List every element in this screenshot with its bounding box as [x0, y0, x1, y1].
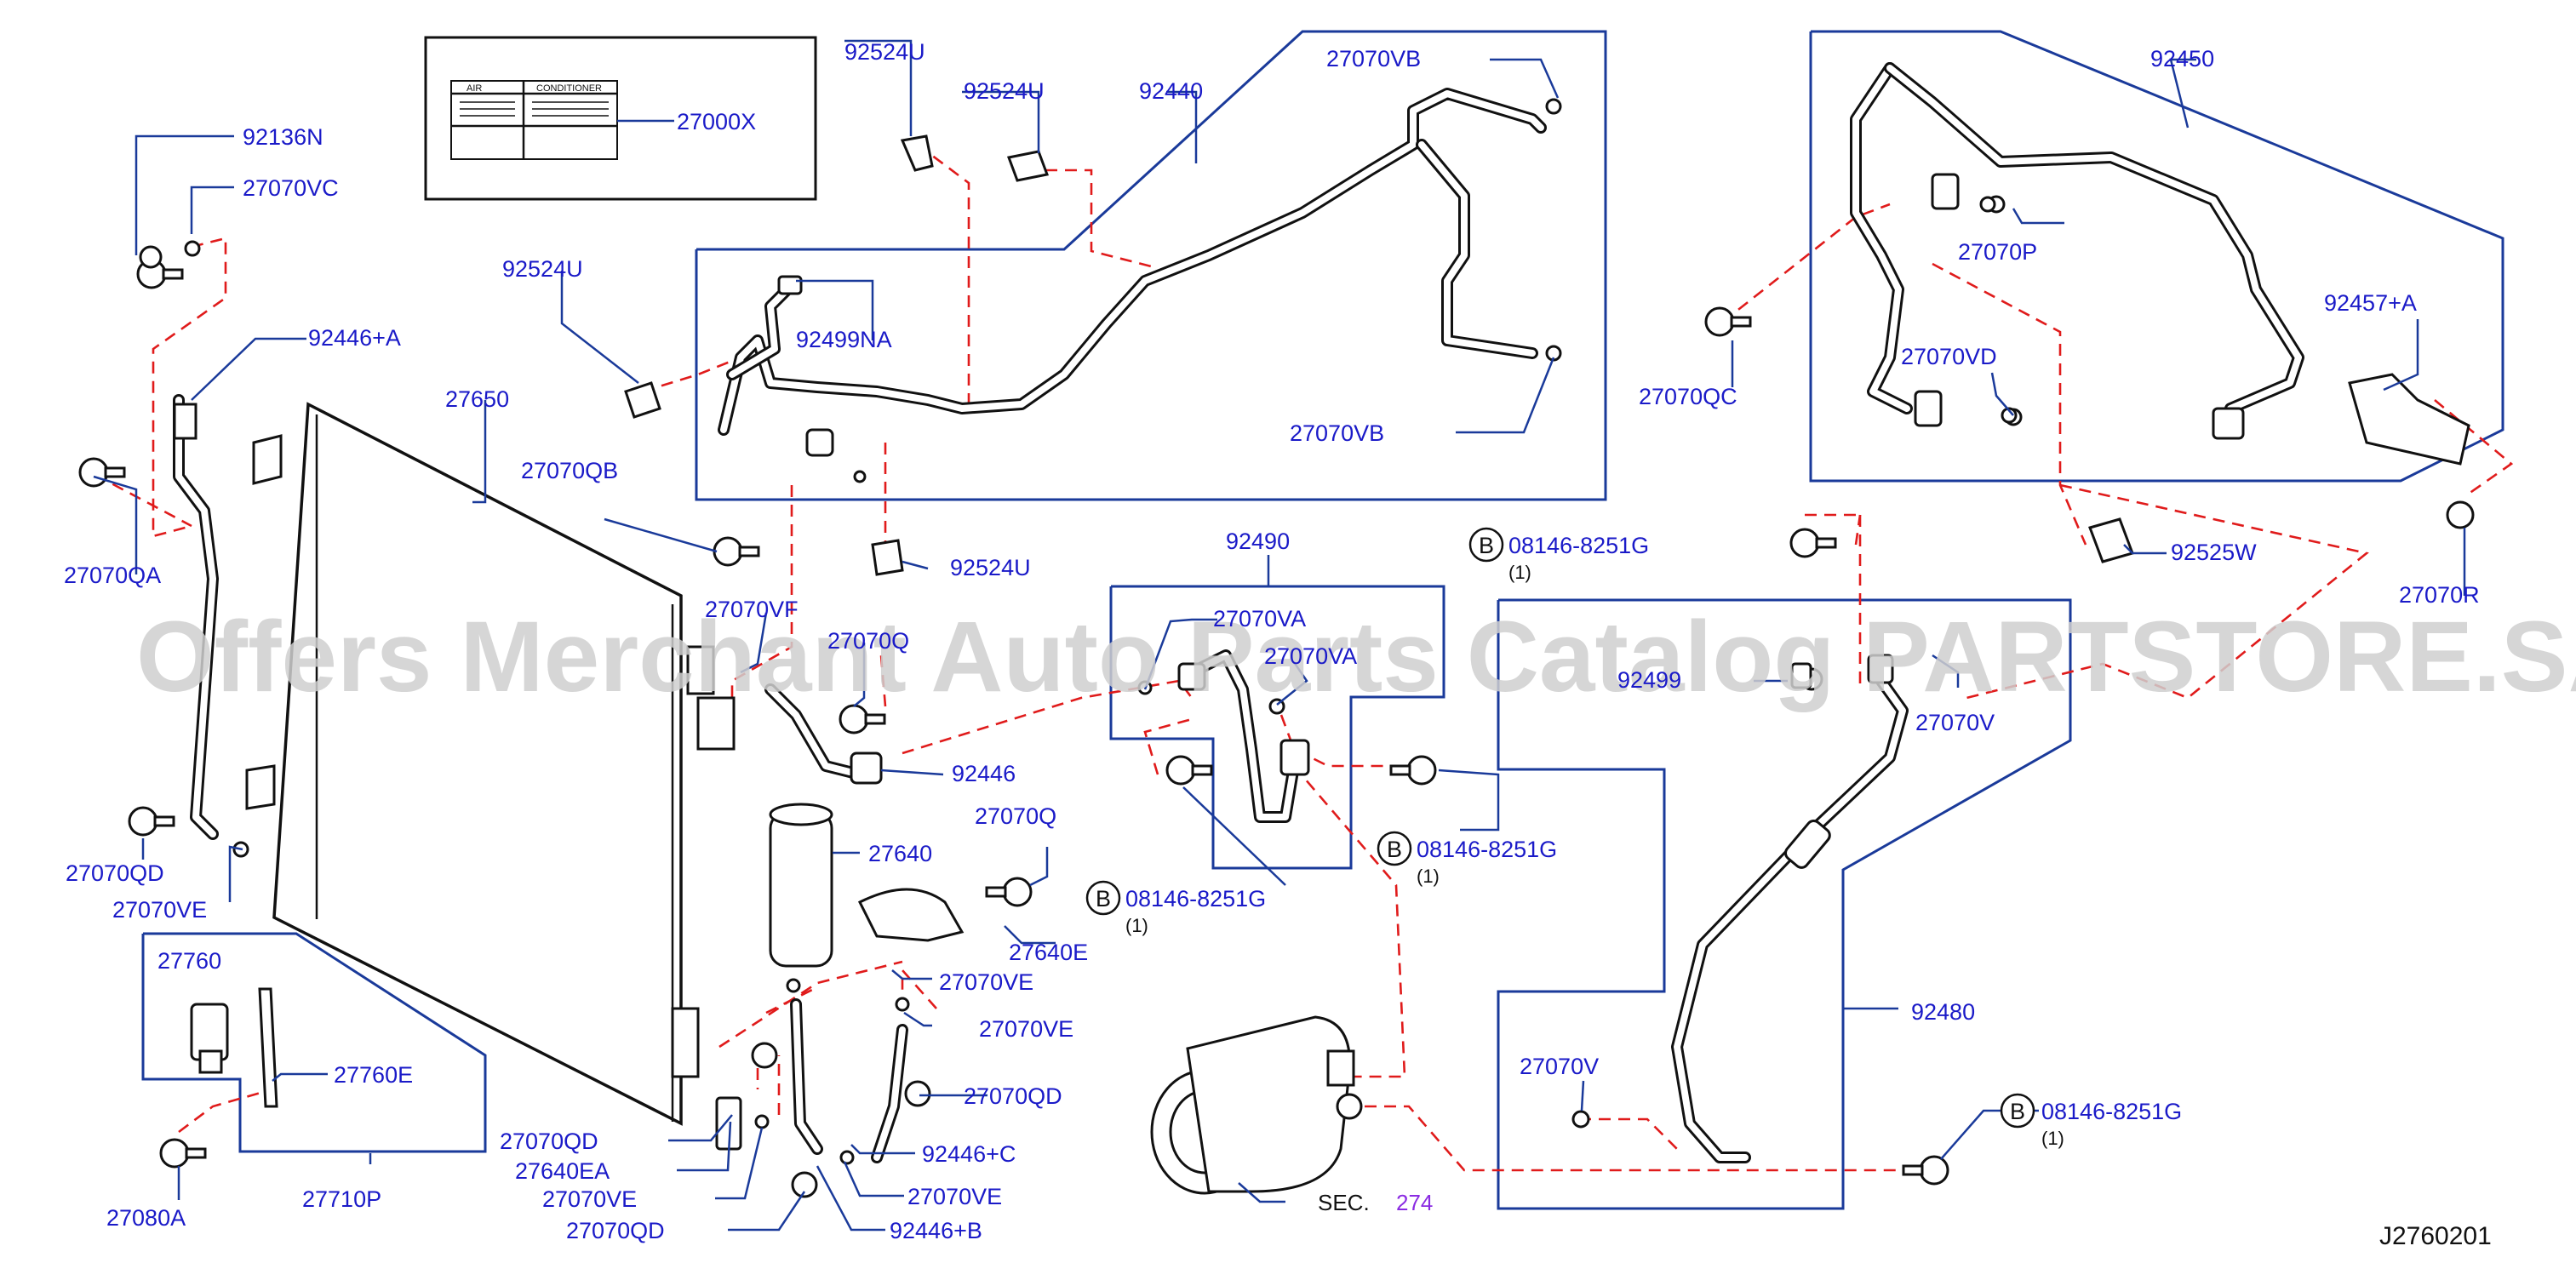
label-card-27000X: AIR CONDITIONER — [450, 80, 618, 160]
label-27760[interactable]: 27760 — [157, 948, 221, 974]
label-92490[interactable]: 92490 — [1226, 529, 1290, 554]
sensor-27760 — [190, 987, 278, 1108]
pipe-92446-C — [871, 1024, 908, 1163]
label-27070VF[interactable]: 27070VF — [705, 597, 799, 622]
label-27070QD-d[interactable]: 27070QD — [566, 1218, 665, 1243]
label-card-conditioner: CONDITIONER — [536, 83, 602, 94]
clips-92524U — [624, 134, 2134, 689]
section-reference: SEC. 274 — [1318, 1190, 1433, 1215]
label-27710P[interactable]: 27710P — [302, 1186, 381, 1212]
callout-b-circles: B B B B — [1085, 527, 2035, 1129]
label-27070VA-b[interactable]: 27070VA — [1264, 643, 1357, 669]
label-92524U-d[interactable]: 92524U — [950, 555, 1031, 580]
label-27070QA[interactable]: 27070QA — [64, 563, 161, 588]
label-08146-8251G-c[interactable]: 08146-8251G — [1125, 886, 1266, 912]
label-27080A[interactable]: 27080A — [106, 1205, 186, 1231]
label-27070VB-b[interactable]: 27070VB — [1290, 420, 1384, 446]
label-08146-8251G-a[interactable]: 08146-8251G — [1508, 533, 1649, 558]
label-27070QD-b[interactable]: 27070QD — [964, 1083, 1062, 1109]
label-27640E[interactable]: 27640E — [1009, 940, 1088, 965]
callout-b-1: B — [1479, 533, 1494, 558]
label-27070VE-c[interactable]: 27070VE — [979, 1016, 1073, 1042]
label-92524U-a[interactable]: 92524U — [844, 39, 925, 65]
label-92480[interactable]: 92480 — [1911, 999, 1975, 1025]
sec-number-274[interactable]: 274 — [1396, 1190, 1433, 1215]
parts: AIR CONDITIONER — [78, 62, 2475, 1198]
label-92446[interactable]: 92446 — [952, 761, 1016, 786]
label-27070VA-a[interactable]: 27070VA — [1213, 606, 1306, 632]
label-27000X[interactable]: 27000X — [677, 109, 756, 134]
label-92446-A-a[interactable]: 92446+A — [308, 325, 401, 351]
callout-b-3: B — [1096, 886, 1111, 912]
label-27070VE-a[interactable]: 27070VE — [112, 897, 207, 923]
label-27070P[interactable]: 27070P — [1958, 239, 2037, 265]
qty-08146-d: (1) — [2041, 1128, 2064, 1149]
label-27070VE-b[interactable]: 27070VE — [939, 969, 1033, 995]
pipe-92446-A — [173, 394, 219, 840]
label-92446-B[interactable]: 92446+B — [890, 1218, 982, 1243]
compressor-sec-274 — [1150, 1015, 1363, 1195]
label-27070VD[interactable]: 27070VD — [1901, 344, 1997, 369]
label-27070R[interactable]: 27070R — [2399, 582, 2480, 608]
label-27640[interactable]: 27640 — [868, 841, 932, 866]
label-92524U-c[interactable]: 92524U — [502, 256, 583, 282]
label-27070V-b[interactable]: 27070V — [1520, 1054, 1599, 1079]
label-27070V-a[interactable]: 27070V — [1915, 710, 1995, 735]
pipe-92446 — [764, 683, 883, 785]
label-08146-8251G-d[interactable]: 08146-8251G — [2041, 1099, 2182, 1124]
label-92524U-b[interactable]: 92524U — [964, 78, 1045, 104]
leader-lines — [93, 39, 2466, 1232]
label-92499-partial[interactable]: 92499 — [1617, 667, 1681, 693]
group-boxes — [141, 30, 2504, 1210]
hose-92450 — [1850, 62, 2470, 466]
hose-92480 — [1571, 654, 1909, 1163]
label-27070Q-partial[interactable]: 27070Q — [827, 628, 909, 654]
label-27760E[interactable]: 27760E — [334, 1062, 413, 1088]
watermark: Offers Merchant Auto Parts Catalog PARTS… — [136, 601, 2576, 713]
pipe-92446-B — [790, 998, 823, 1155]
sec-prefix: SEC. — [1318, 1190, 1370, 1215]
label-27650[interactable]: 27650 — [445, 386, 509, 412]
label-27070VC[interactable]: 27070VC — [243, 175, 339, 201]
label-27070QC[interactable]: 27070QC — [1639, 384, 1737, 409]
condenser-27650 — [245, 402, 736, 1126]
label-92457-A[interactable]: 92457+A — [2324, 290, 2417, 316]
bolts — [78, 245, 2475, 1198]
label-92136N[interactable]: 92136N — [243, 124, 323, 150]
hose-92440 — [718, 88, 1562, 483]
label-27070QD-a[interactable]: 27070QD — [66, 860, 164, 886]
qty-08146-b: (1) — [1417, 866, 1440, 887]
label-27070VE-e[interactable]: 27070VE — [907, 1184, 1002, 1209]
part-labels: 92136N 27070VC 27000X 92524U 92524U 9244… — [64, 39, 2480, 1243]
label-27070QB[interactable]: 27070QB — [521, 458, 618, 483]
label-27640EA[interactable]: 27640EA — [515, 1158, 610, 1184]
diagram-id: J2760201 — [2379, 1222, 2492, 1250]
qty-08146-c: (1) — [1125, 915, 1148, 936]
label-92450[interactable]: 92450 — [2150, 46, 2214, 71]
callout-b-4: B — [2010, 1099, 2025, 1124]
label-card-air: AIR — [467, 83, 482, 94]
label-08146-8251G-b[interactable]: 08146-8251G — [1417, 837, 1557, 862]
callout-b-2: B — [1387, 837, 1402, 862]
label-92525W[interactable]: 92525W — [2171, 540, 2257, 565]
receiver-drier-27640 — [769, 803, 965, 968]
label-92499NA[interactable]: 92499NA — [796, 327, 892, 352]
qty-08146-a: (1) — [1508, 562, 1531, 583]
label-27070VE-d[interactable]: 27070VE — [542, 1186, 637, 1212]
label-27070VB-a[interactable]: 27070VB — [1326, 46, 1421, 71]
label-92446-C[interactable]: 92446+C — [922, 1141, 1016, 1167]
hose-92490 — [1137, 649, 1310, 823]
label-27070QD-c[interactable]: 27070QD — [500, 1129, 598, 1154]
label-92440[interactable]: 92440 — [1139, 78, 1203, 104]
label-27070Q[interactable]: 27070Q — [975, 803, 1056, 829]
